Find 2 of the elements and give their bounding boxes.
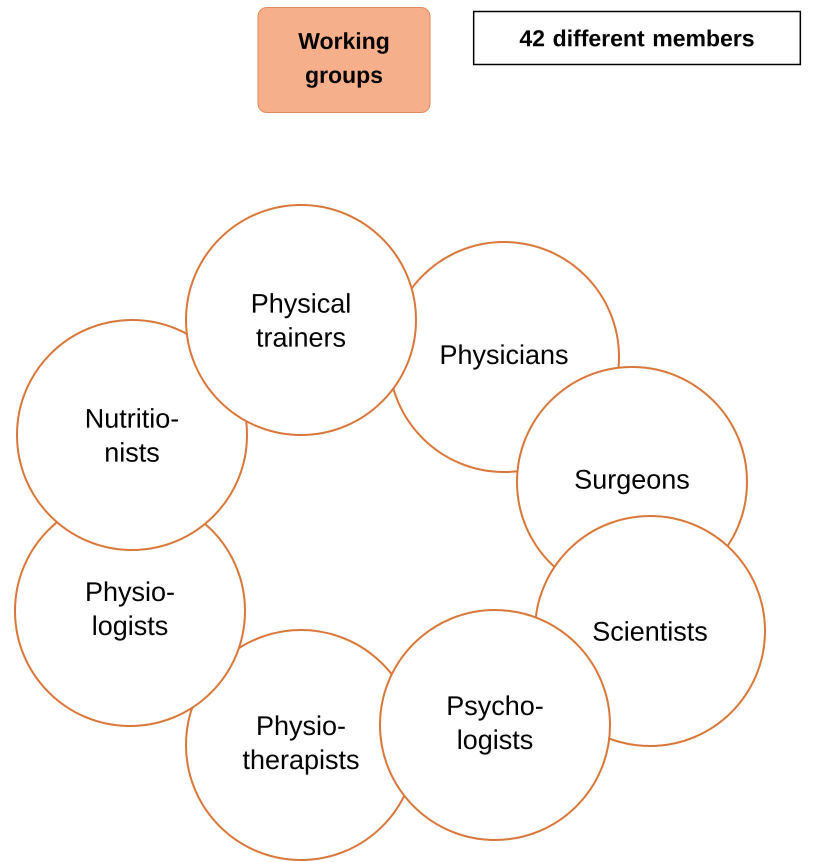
header-box: Working groups xyxy=(258,7,430,113)
count-box: 42 different members xyxy=(472,10,802,66)
